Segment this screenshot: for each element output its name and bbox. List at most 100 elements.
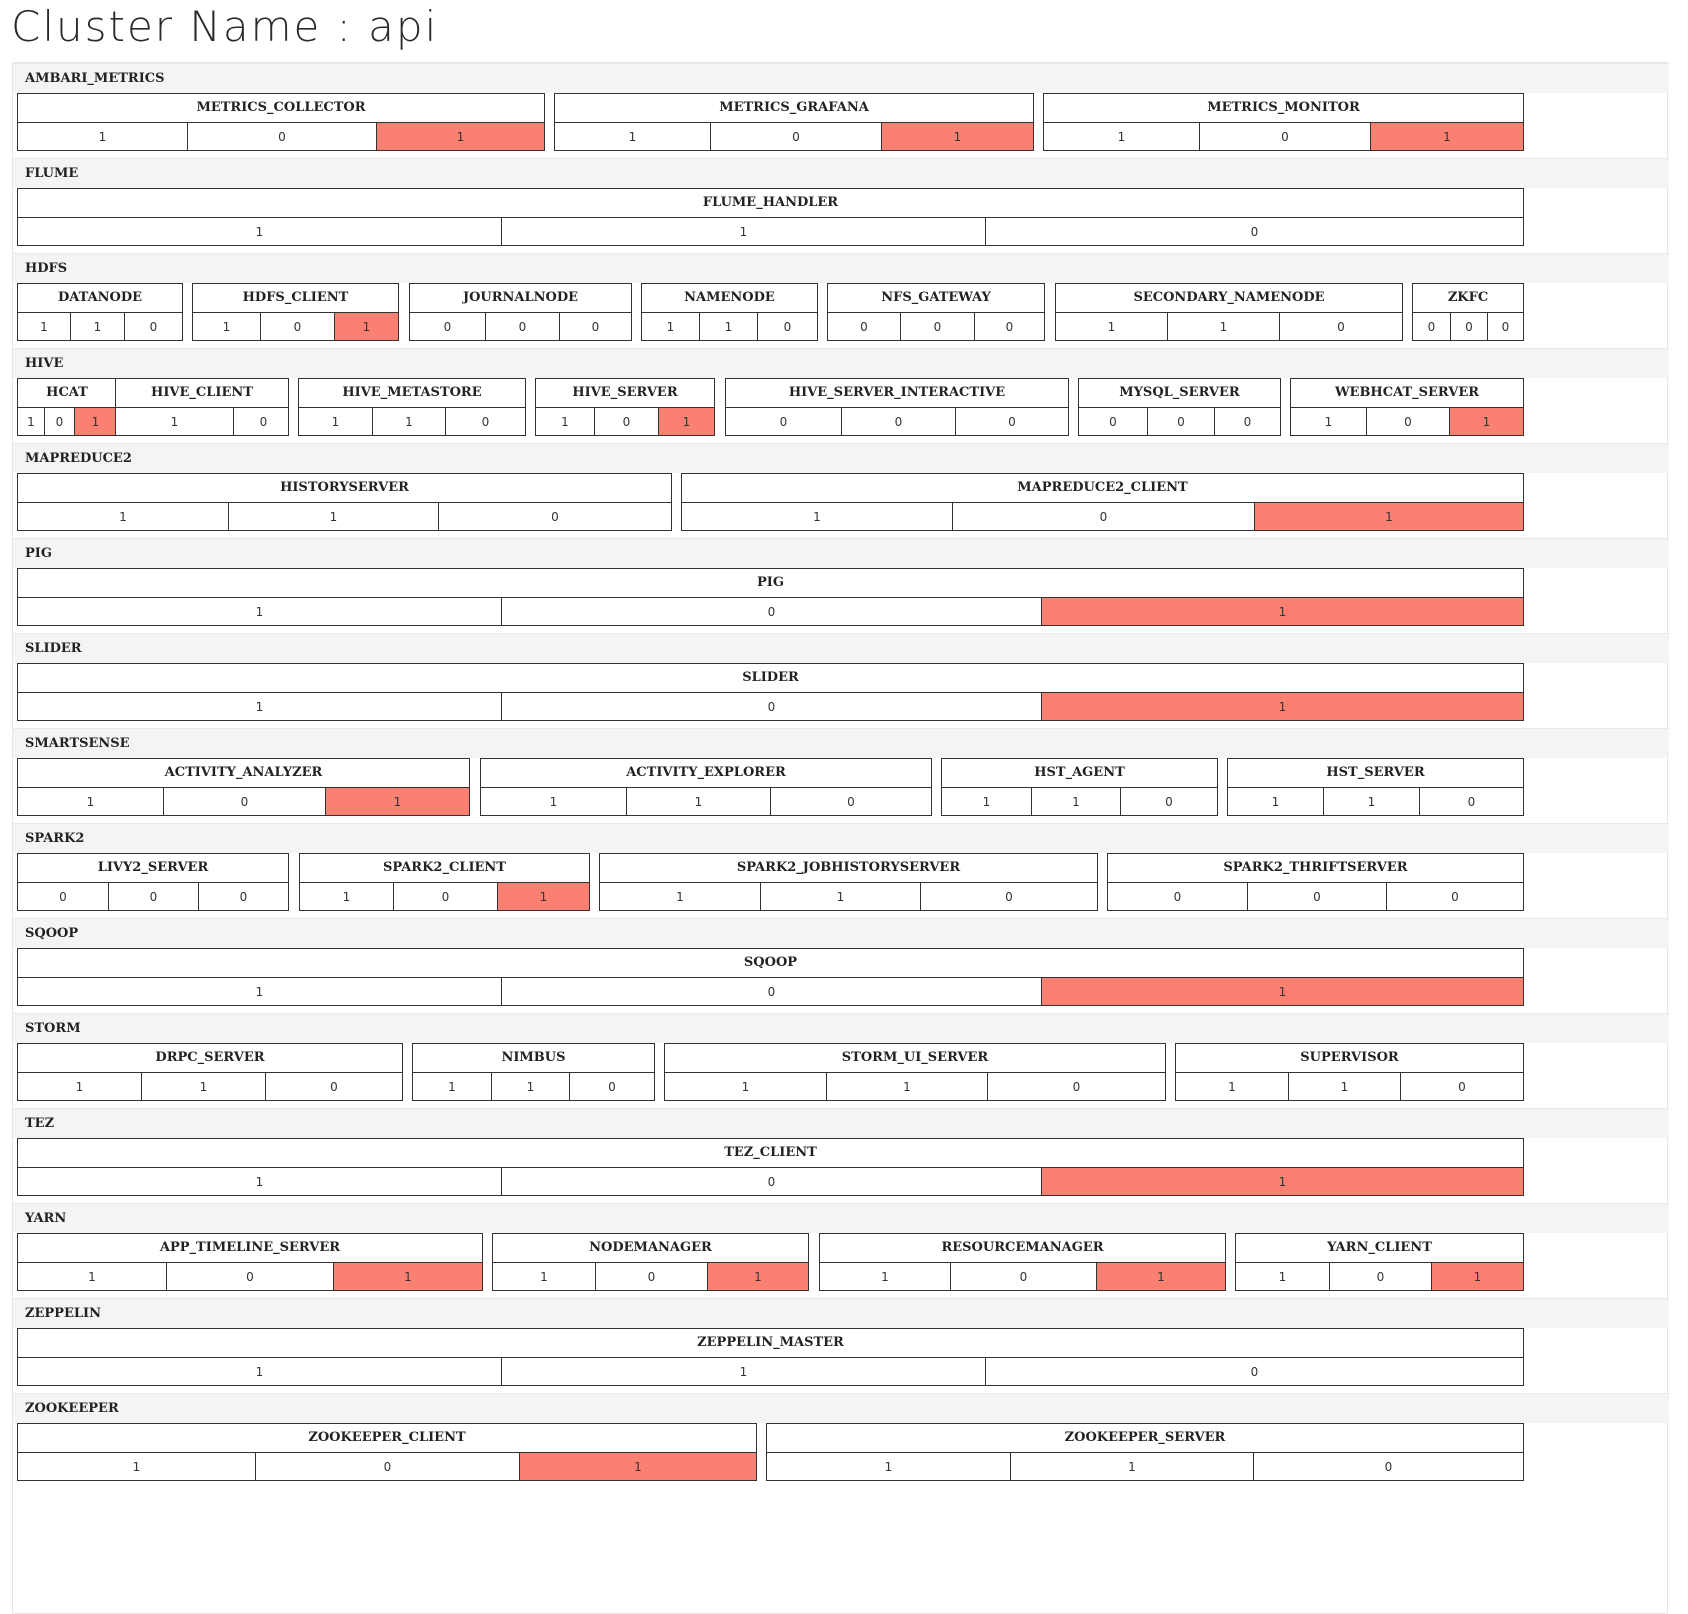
count-cell: 0 xyxy=(1427,320,1436,334)
count-cell: 1 xyxy=(501,1358,985,1385)
service-name: HDFS xyxy=(25,261,68,276)
count-cell: 1 xyxy=(255,1365,264,1379)
count-cell: 0 xyxy=(1253,1453,1523,1480)
count-cell: 0 xyxy=(987,1073,1165,1100)
count-cell: 0 xyxy=(124,313,182,340)
count-cell: 1 xyxy=(255,225,264,239)
component-name: HCAT xyxy=(18,379,116,408)
count-cell: 0 xyxy=(1173,890,1182,904)
service-header-tez: TEZ xyxy=(13,1108,1669,1138)
component-name: ACTIVITY_EXPLORER xyxy=(481,759,931,788)
count-cell: 0 xyxy=(779,415,788,429)
component-name: LIVY2_SERVER xyxy=(18,854,288,883)
component-name: FLUME_HANDLER xyxy=(18,189,1523,218)
count-cell: 0 xyxy=(1279,313,1402,340)
count-cell: 0 xyxy=(1366,408,1449,435)
count-cell: 0 xyxy=(900,313,974,340)
component-name: HISTORYSERVER xyxy=(18,474,671,503)
service-header-smartsense: SMARTSENSE xyxy=(13,728,1669,758)
count-cell: 1 xyxy=(741,1080,750,1094)
count-cell: 0 xyxy=(1199,123,1370,150)
component-name: METRICS_COLLECTOR xyxy=(18,94,544,123)
count-cell: 1 xyxy=(1041,1168,1523,1195)
count-cell: 1 xyxy=(255,700,264,714)
count-cell: 0 xyxy=(955,408,1068,435)
count-cell: 1 xyxy=(519,1453,756,1480)
count-cell: 1 xyxy=(1323,788,1419,815)
service-name: TEZ xyxy=(25,1116,55,1131)
count-cell: 1 xyxy=(88,1270,96,1284)
count-cell: 0 xyxy=(952,503,1254,530)
count-cell: 1 xyxy=(27,415,35,429)
count-cell: 1 xyxy=(1041,693,1523,720)
service-header-zeppelin: ZEPPELIN xyxy=(13,1298,1669,1328)
count-cell: 1 xyxy=(1096,1263,1225,1290)
count-cell: 1 xyxy=(1431,1263,1523,1290)
count-cell: 0 xyxy=(569,1073,654,1100)
count-cell: 0 xyxy=(187,123,376,150)
component-name: ACTIVITY_ANALYZER xyxy=(18,759,469,788)
count-cell: 0 xyxy=(260,313,334,340)
count-cell: 0 xyxy=(265,1073,402,1100)
count-cell: 1 xyxy=(813,510,821,524)
service-name: ZOOKEEPER xyxy=(25,1401,119,1416)
count-cell: 0 xyxy=(985,1358,1523,1385)
count-cell: 0 xyxy=(1419,788,1523,815)
count-cell: 0 xyxy=(1450,313,1487,340)
count-cell: 1 xyxy=(549,795,558,809)
count-cell: 0 xyxy=(501,598,1041,625)
service-name: SLIDER xyxy=(25,641,82,656)
component-name: SECONDARY_NAMENODE xyxy=(1056,284,1402,313)
count-cell: 0 xyxy=(1109,415,1117,429)
count-cell: 0 xyxy=(985,218,1523,245)
component-name: HIVE_METASTORE xyxy=(299,379,525,408)
count-cell: 1 xyxy=(707,1263,808,1290)
count-cell: 1 xyxy=(228,503,438,530)
count-cell: 1 xyxy=(1107,320,1116,334)
count-cell: 1 xyxy=(1271,795,1280,809)
count-cell: 1 xyxy=(1324,415,1333,429)
count-cell: 0 xyxy=(59,890,67,904)
service-header-mapreduce2: MAPREDUCE2 xyxy=(13,443,1669,473)
count-cell: 1 xyxy=(540,1270,548,1284)
count-cell: 0 xyxy=(1487,313,1523,340)
service-name: SQOOP xyxy=(25,926,79,941)
count-cell: 0 xyxy=(770,788,931,815)
service-name: YARN xyxy=(25,1211,67,1226)
component-name: HDFS_CLIENT xyxy=(193,284,398,313)
count-cell: 1 xyxy=(826,1073,987,1100)
count-cell: 1 xyxy=(75,1080,84,1094)
service-header-spark2: SPARK2 xyxy=(13,823,1669,853)
